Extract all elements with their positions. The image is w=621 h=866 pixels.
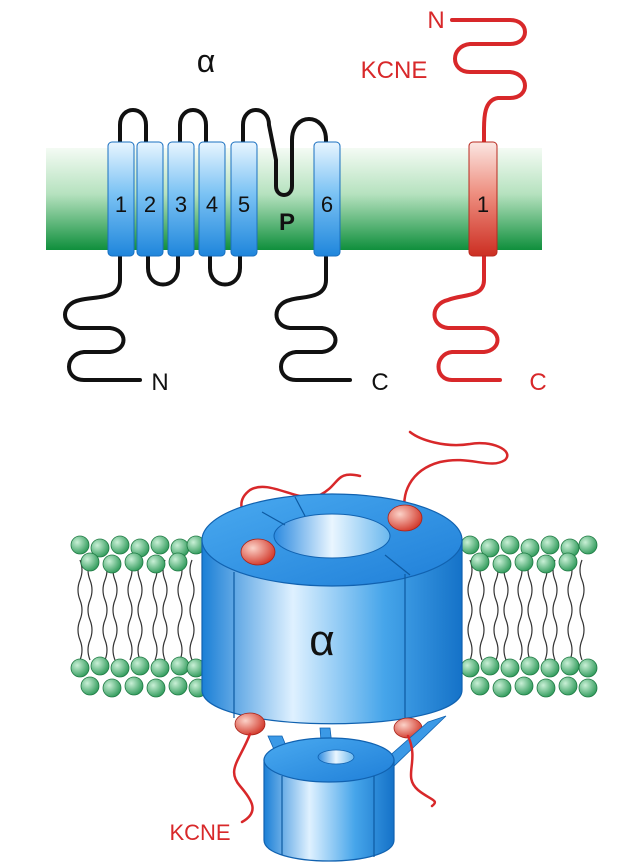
- helix-label-6: 6: [321, 192, 333, 217]
- helix-3: [167, 141, 195, 257]
- alpha-label-cylinder: α: [309, 616, 334, 665]
- kcne-chain: [432, 18, 527, 382]
- alpha-n-terminus: N: [151, 369, 168, 396]
- helix-label-5: 5: [238, 192, 250, 217]
- helix-6: [313, 141, 341, 257]
- kcne-label-bottom: KCNE: [169, 820, 230, 845]
- kcne-helix-label: 1: [477, 192, 489, 217]
- lipid-heads-upper: [70, 535, 598, 574]
- kcne-helix: [468, 141, 498, 257]
- alpha-chain: [63, 108, 352, 382]
- pore-label: P: [279, 209, 295, 236]
- alpha-helices: [107, 141, 341, 257]
- helix-2: [136, 141, 164, 257]
- channel-3d-diagram: α KCNE: [70, 430, 598, 862]
- kcne-n-terminus: N: [427, 7, 444, 34]
- helix-5: [230, 141, 258, 257]
- helix-label-3: 3: [175, 192, 187, 217]
- alpha-cylinder: [201, 493, 463, 725]
- lipid-heads-lower: [70, 656, 598, 698]
- helix-label-1: 1: [115, 192, 127, 217]
- kcne-label-top: KCNE: [361, 57, 428, 84]
- lipid-tails: [77, 559, 585, 661]
- alpha-label-top: α: [197, 43, 216, 79]
- helix-label-4: 4: [206, 192, 218, 217]
- helix-label-2: 2: [144, 192, 156, 217]
- lower-cylinder: [263, 737, 395, 862]
- helix-number-labels: 1 2 3 4 5 6: [115, 192, 333, 217]
- topology-diagram: 1 2 3 4 5 6 P α N C 1 KCNE N C: [46, 7, 547, 396]
- kcne-spheres: [234, 504, 423, 739]
- alpha-c-terminus: C: [371, 369, 388, 396]
- helix-1: [107, 141, 135, 257]
- kcne-c-terminus: C: [529, 369, 546, 396]
- helix-4: [198, 141, 226, 257]
